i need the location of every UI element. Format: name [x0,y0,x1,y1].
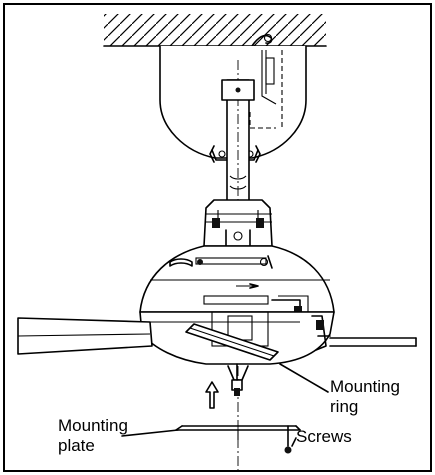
figure-frame [3,3,432,472]
ceiling [103,14,327,47]
arrow-up-icon [205,381,219,409]
leader-mounting-ring [279,363,329,393]
motor-coupler [203,199,273,251]
screw [284,425,292,454]
label-mounting-ring-line2: ring [330,397,358,416]
ceiling-hook [251,33,273,47]
fan-blade-right [329,337,417,347]
label-mounting-plate-line2: plate [58,436,95,455]
fan-blade-left [17,317,153,355]
mounting-plate [175,425,301,440]
label-mounting-ring-line1: Mounting [330,377,400,396]
lower-housing [139,311,335,365]
label-mounting-plate-line1: Mounting [58,416,128,435]
motor-housing [139,245,335,340]
wire-harness [227,363,249,396]
leader-mounting-plate [121,429,179,437]
label-screws: Screws [296,427,352,446]
leader-screws [291,437,297,447]
